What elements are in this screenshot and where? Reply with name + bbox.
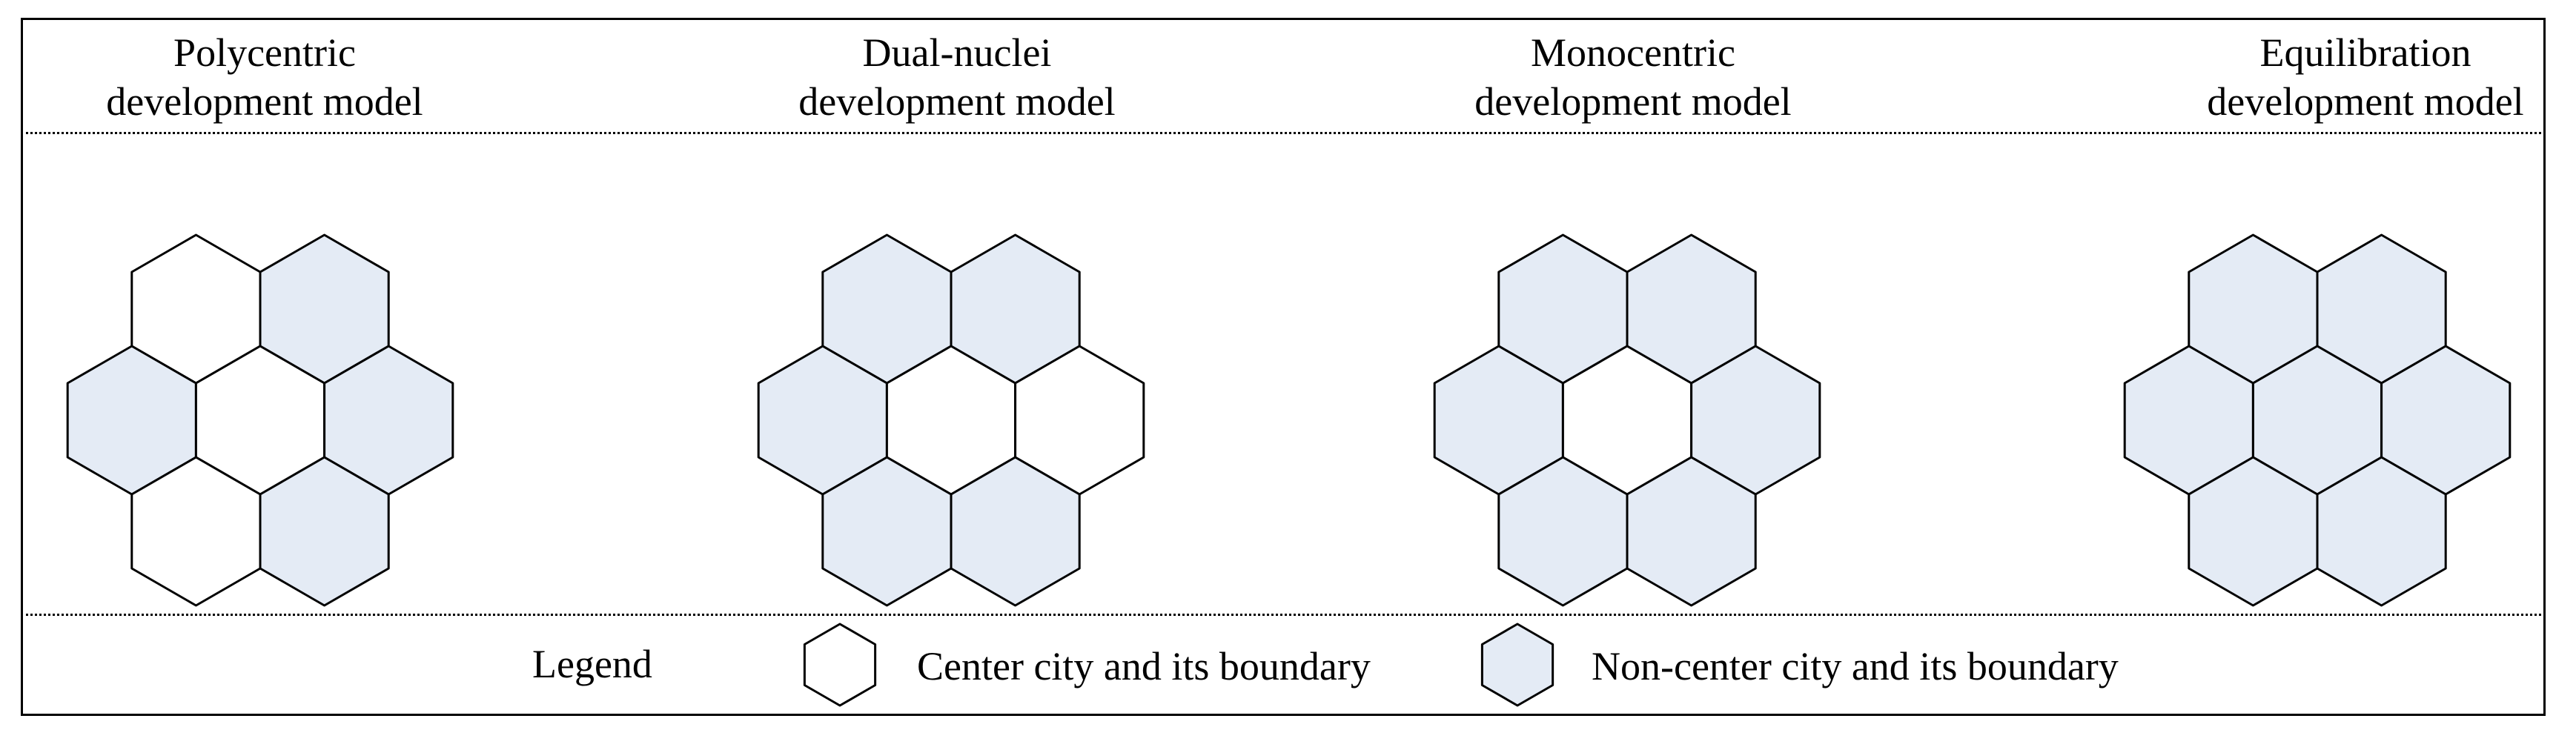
equilibration-title-line1: Equilibration [2259,30,2471,75]
diagram-frame [21,18,2546,716]
dual-nuclei-title-line1: Dual-nuclei [862,30,1052,75]
monocentric-title: Monocentric development model [1374,28,1893,126]
dual-nuclei-title: Dual-nuclei development model [698,28,1216,126]
monocentric-title-line2: development model [1474,79,1792,124]
polycentric-title-line1: Polycentric [173,30,356,75]
equilibration-bottom-right-non-center-city-hexagon [2316,456,2447,607]
equilibration-title: Equilibration development model [2106,28,2576,126]
dual-nuclei-title-line2: development model [798,79,1116,124]
header-separator [21,132,2546,134]
polycentric-title-line2: development model [106,79,423,124]
equilibration-title-line2: development model [2207,79,2524,124]
legend-center-label: Center city and its boundary [917,644,1371,688]
legend-label: Legend [532,642,652,686]
polycentric-title: Polycentric development model [5,28,524,126]
legend-noncenter-label: Non-center city and its boundary [1592,644,2119,688]
legend-center-hexagon-icon [803,623,877,707]
legend-noncenter-hexagon-icon [1480,623,1554,707]
dual-nuclei-bottom-right-non-center-city-hexagon [950,456,1081,607]
monocentric-bottom-right-non-center-city-hexagon [1626,456,1757,607]
monocentric-title-line1: Monocentric [1531,30,1735,75]
legend-separator [21,614,2546,616]
polycentric-bottom-right-non-center-city-hexagon [259,456,390,607]
